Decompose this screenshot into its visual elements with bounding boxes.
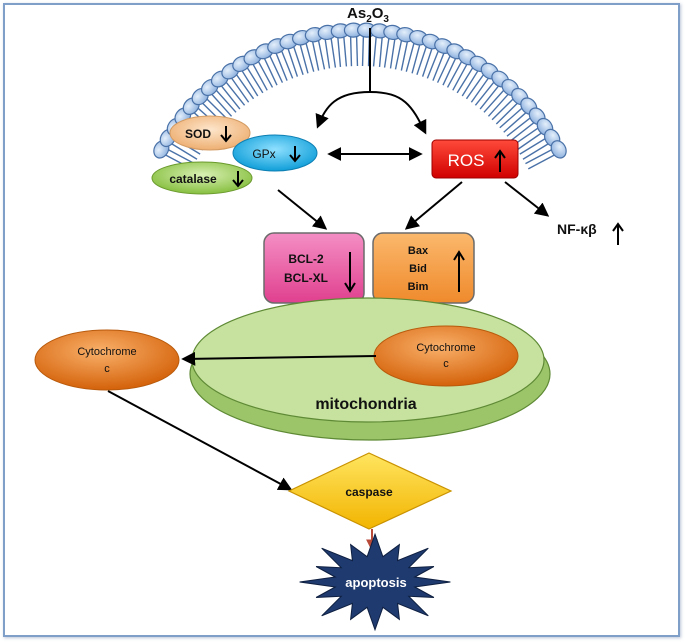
arrow-to-antioxidants xyxy=(315,91,371,129)
cytochrome-outside-label: Cytochrome xyxy=(77,346,136,358)
bim-label: Bim xyxy=(408,281,429,293)
bax-up-arrow-icon xyxy=(453,250,465,292)
arrow-cytochrome-release xyxy=(181,351,377,366)
nfkb-label: NF-κβ xyxy=(557,221,597,237)
catalase-down-arrow-icon xyxy=(232,171,244,188)
gpx-node xyxy=(232,134,318,172)
bid-label: Bid xyxy=(409,263,427,275)
sod-node xyxy=(169,115,251,151)
sod-label: SOD xyxy=(185,127,211,141)
apoptosis-burst-icon xyxy=(299,532,451,632)
sod-down-arrow-icon xyxy=(220,126,232,143)
bcl-down-arrow-icon xyxy=(344,252,356,293)
ros-up-arrow-icon xyxy=(494,149,506,172)
cytochrome-inside-c: c xyxy=(443,358,449,370)
catalase-label: catalase xyxy=(169,172,217,186)
bclxl-label: BCL-XL xyxy=(284,271,328,285)
drug-label: As2O3 xyxy=(347,5,389,25)
ros-label: ROS xyxy=(448,151,485,170)
arrow-antioxidants-to-bcl xyxy=(277,189,328,230)
arrow-to-ros xyxy=(369,91,427,135)
cytochrome-outside-c: c xyxy=(104,363,110,375)
gpx-label: GPx xyxy=(252,147,275,161)
mitochondria-label: mitochondria xyxy=(315,396,416,413)
arrow-ros-to-nfkb xyxy=(504,181,550,217)
arrow-ros-to-bax xyxy=(404,181,463,230)
lipid-head xyxy=(550,140,567,159)
nfkb-up-arrow-icon xyxy=(612,222,624,245)
cytochrome-inside-label: Cytochrome xyxy=(416,342,475,354)
apoptosis-label: apoptosis xyxy=(345,575,406,590)
ros-node xyxy=(431,139,519,179)
cytochrome-outside-node xyxy=(34,329,180,391)
bax-label: Bax xyxy=(408,245,429,257)
caspase-node xyxy=(287,452,453,530)
gpx-down-arrow-icon xyxy=(289,146,301,163)
caspase-label: caspase xyxy=(345,485,393,499)
arrow-to-caspase xyxy=(107,390,293,491)
cytochrome-inside-node xyxy=(373,325,519,387)
bcl2-label: BCL-2 xyxy=(288,252,324,266)
catalase-node xyxy=(151,161,253,195)
